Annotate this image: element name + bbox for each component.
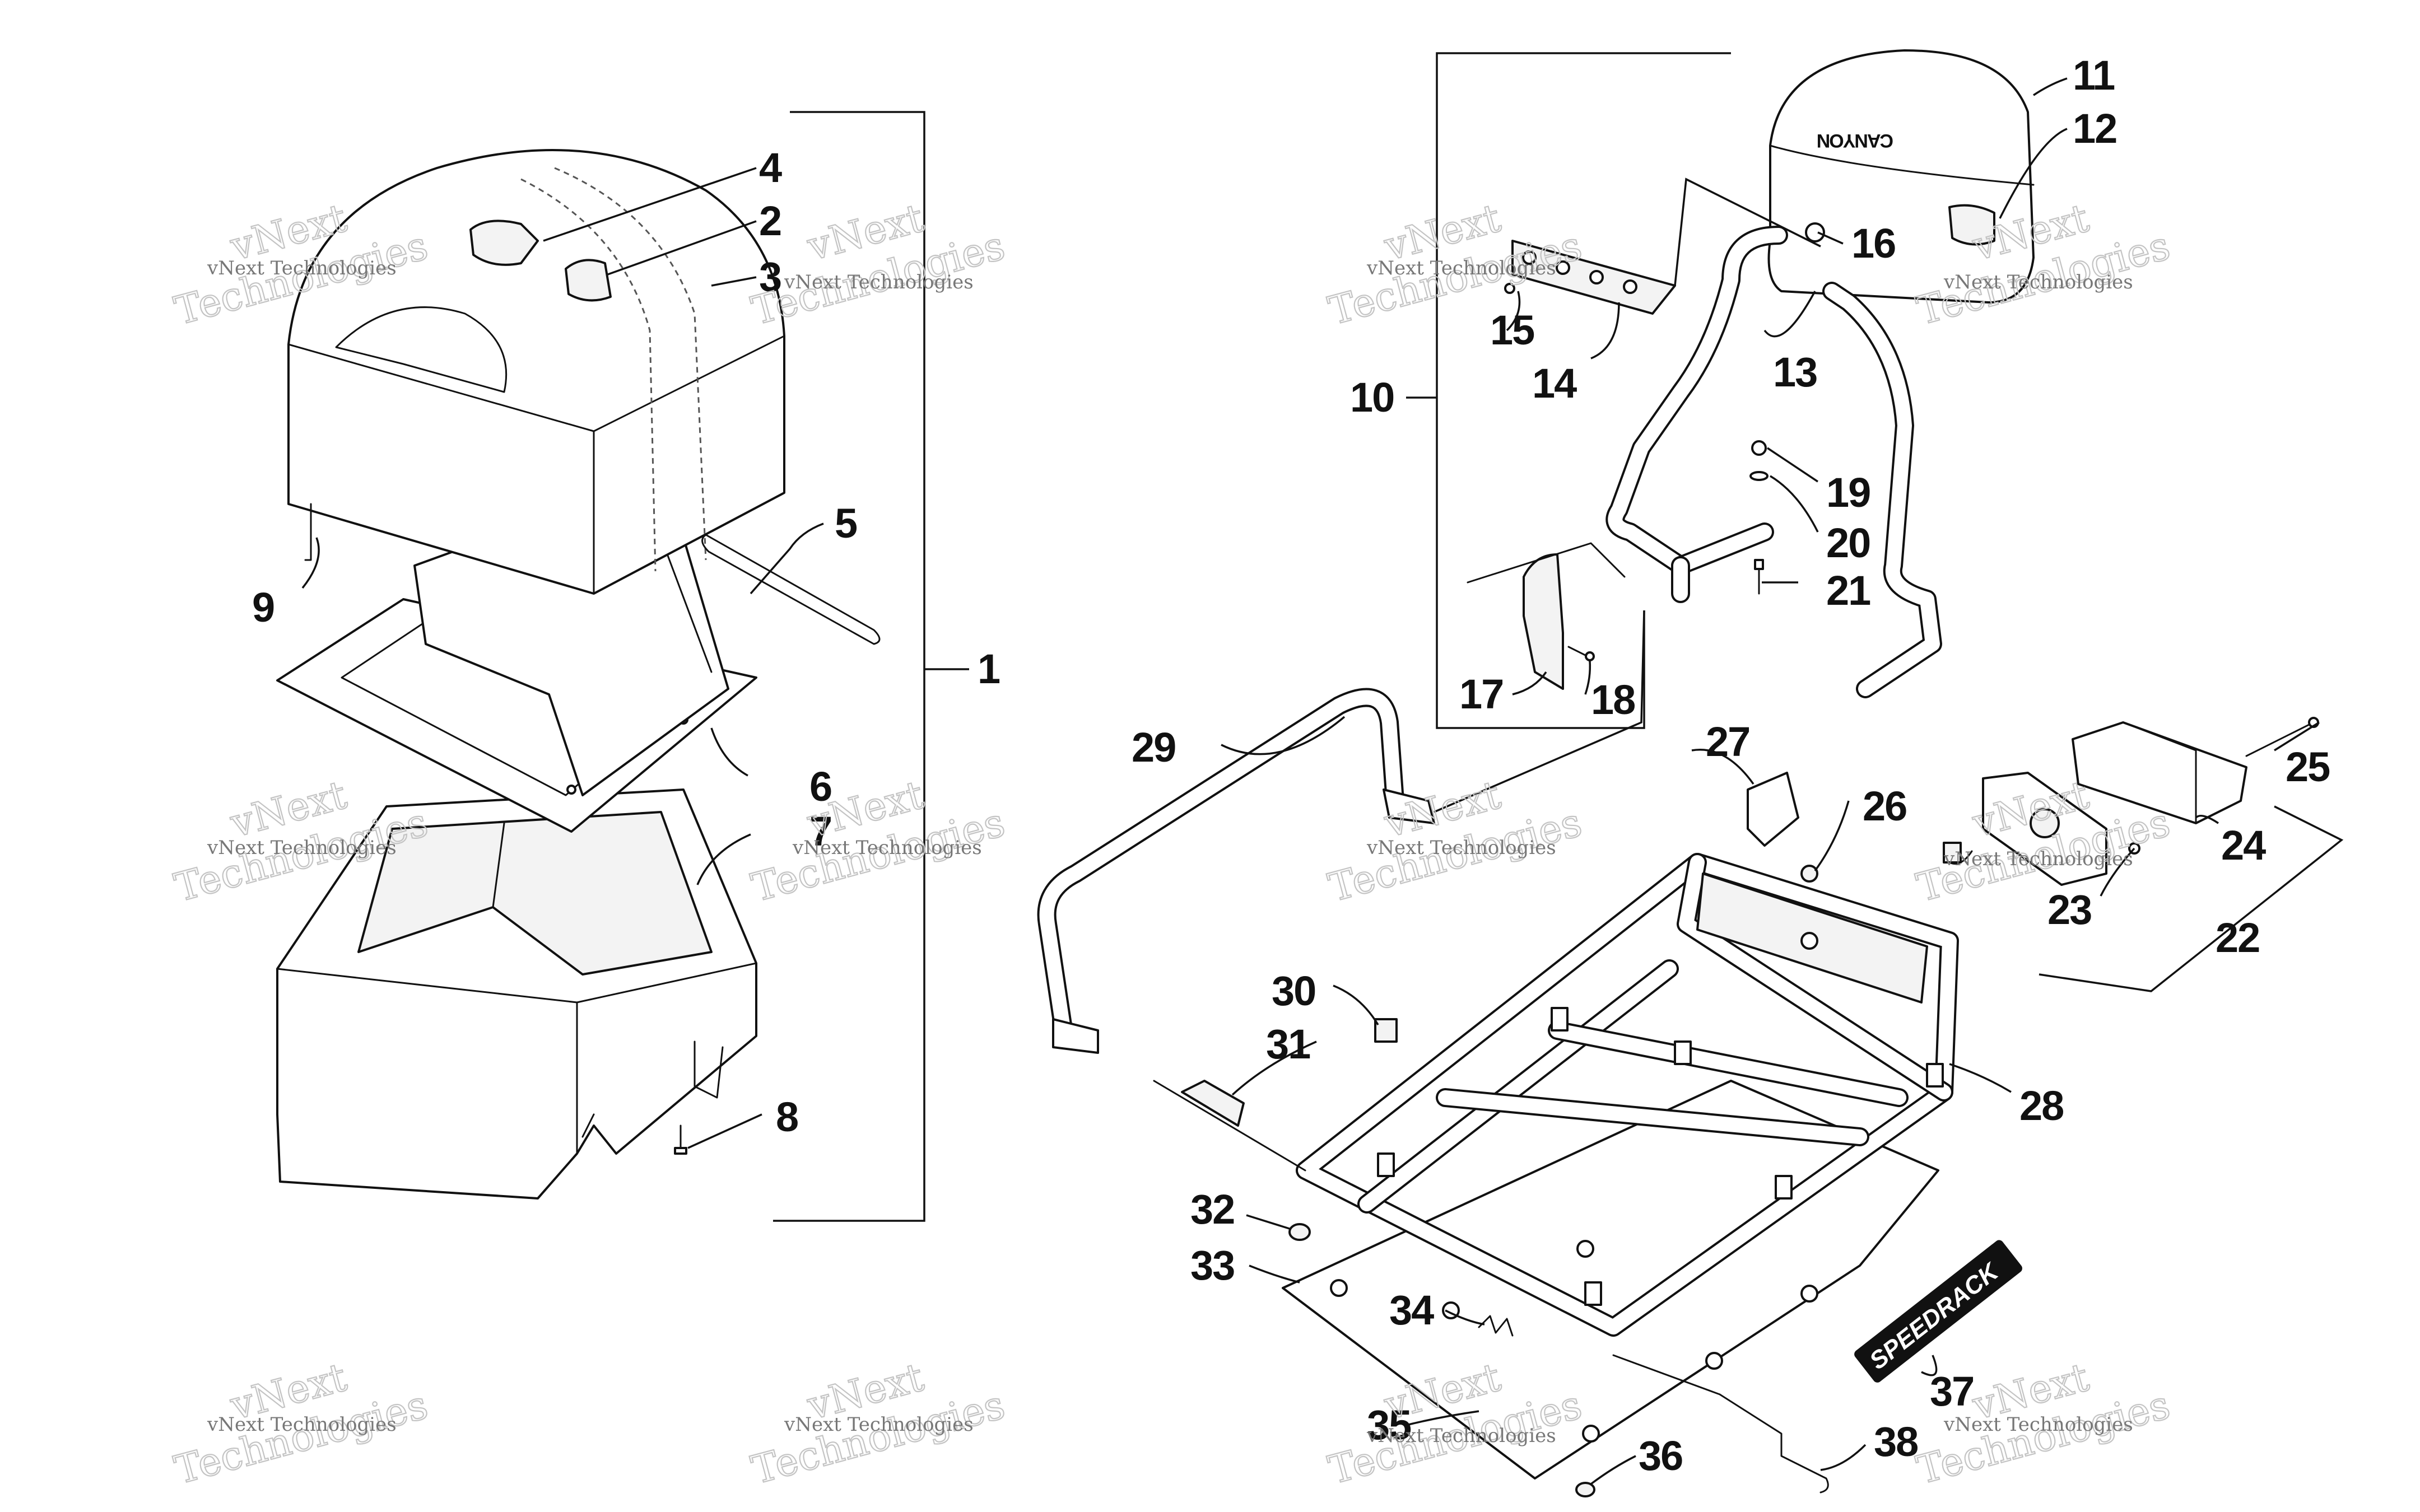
callout-numbers: 1 2 3 4 5 6 7 8 9 10 11 12 13 14 15 16 1…: [252, 52, 2331, 1479]
callout-5: 5: [835, 500, 857, 547]
callout-37: 37: [1930, 1368, 1974, 1415]
callout-21: 21: [1826, 567, 1870, 614]
callout-8: 8: [776, 1094, 798, 1140]
watermark-3: vNext Technologies vNext Technologies: [1323, 194, 1587, 335]
callout-32: 32: [1190, 1186, 1234, 1233]
callout-26: 26: [1863, 783, 1906, 829]
seat-assembly: [276, 111, 969, 1222]
callout-28: 28: [2019, 1082, 2063, 1129]
callout-20: 20: [1826, 520, 1870, 566]
callout-4: 4: [759, 144, 782, 191]
svg-text:vNext Technologies: vNext Technologies: [792, 837, 982, 859]
backrest-emblem: CANYON: [1817, 130, 1893, 151]
callout-27: 27: [1706, 718, 1749, 765]
callout-2: 2: [759, 198, 781, 244]
callout-16: 16: [1851, 220, 1895, 267]
watermark-9: vNext Technologies vNext Technologies: [169, 1354, 433, 1494]
callout-15: 15: [1490, 307, 1534, 353]
watermark-2: vNext Technologies vNext Technologies: [746, 194, 1010, 335]
backrest-assembly: CANYON: [1406, 49, 2035, 729]
callout-35: 35: [1367, 1402, 1411, 1448]
callout-9: 9: [252, 584, 274, 631]
svg-text:vNext Technologies: vNext Technologies: [1943, 1413, 2133, 1436]
svg-text:vNext Technologies: vNext Technologies: [1943, 271, 2133, 293]
watermark-6: vNext Technologies vNext Technologies: [746, 771, 1010, 912]
callout-13: 13: [1773, 349, 1817, 395]
callout-23: 23: [2047, 886, 2091, 933]
speedrack-logo: SPEEDRACK: [1854, 1240, 2022, 1383]
callout-22: 22: [2216, 914, 2259, 961]
svg-text:vNext Technologies: vNext Technologies: [784, 1413, 974, 1436]
callout-18: 18: [1591, 676, 1635, 723]
svg-text:vNext Technologies: vNext Technologies: [1366, 1425, 1556, 1447]
svg-text:SPEEDRACK: SPEEDRACK: [1864, 1257, 2004, 1375]
callout-7: 7: [809, 808, 831, 855]
callout-14: 14: [1532, 360, 1577, 407]
callout-3: 3: [759, 254, 781, 300]
callout-10: 10: [1350, 374, 1394, 421]
callout-19: 19: [1826, 469, 1870, 516]
svg-text:vNext Technologies: vNext Technologies: [1366, 257, 1556, 279]
callout-29: 29: [1132, 724, 1175, 771]
watermark-10: vNext Technologies vNext Technologies: [746, 1354, 1010, 1494]
callout-36: 36: [1639, 1432, 1682, 1479]
callout-24: 24: [2221, 822, 2266, 869]
tail-light-assembly: [1943, 717, 2344, 992]
callout-6: 6: [809, 763, 831, 810]
callout-11: 11: [2073, 52, 2115, 99]
callout-38: 38: [1874, 1418, 1918, 1465]
callout-25: 25: [2286, 744, 2330, 790]
watermark-7: vNext Technologies vNext Technologies: [1323, 771, 1587, 912]
svg-text:vNext Technologies: vNext Technologies: [207, 837, 397, 859]
callout-33: 33: [1190, 1242, 1234, 1289]
callout-12: 12: [2073, 105, 2116, 152]
svg-text:vNext Technologies: vNext Technologies: [207, 1413, 397, 1436]
svg-text:vNext Technologies: vNext Technologies: [1943, 848, 2133, 870]
callout-1: 1: [978, 646, 1000, 692]
callout-17: 17: [1459, 671, 1503, 717]
svg-text:vNext Technologies: vNext Technologies: [1366, 837, 1556, 859]
callout-34: 34: [1389, 1287, 1434, 1333]
svg-text:vNext Technologies: vNext Technologies: [784, 271, 974, 293]
callout-30: 30: [1272, 968, 1315, 1014]
svg-text:vNext Technologies: vNext Technologies: [207, 257, 397, 279]
callout-31: 31: [1266, 1021, 1310, 1067]
leader-lines: [301, 77, 2320, 1485]
cargo-rack-assembly: SPEEDRACK: [1037, 610, 2022, 1497]
